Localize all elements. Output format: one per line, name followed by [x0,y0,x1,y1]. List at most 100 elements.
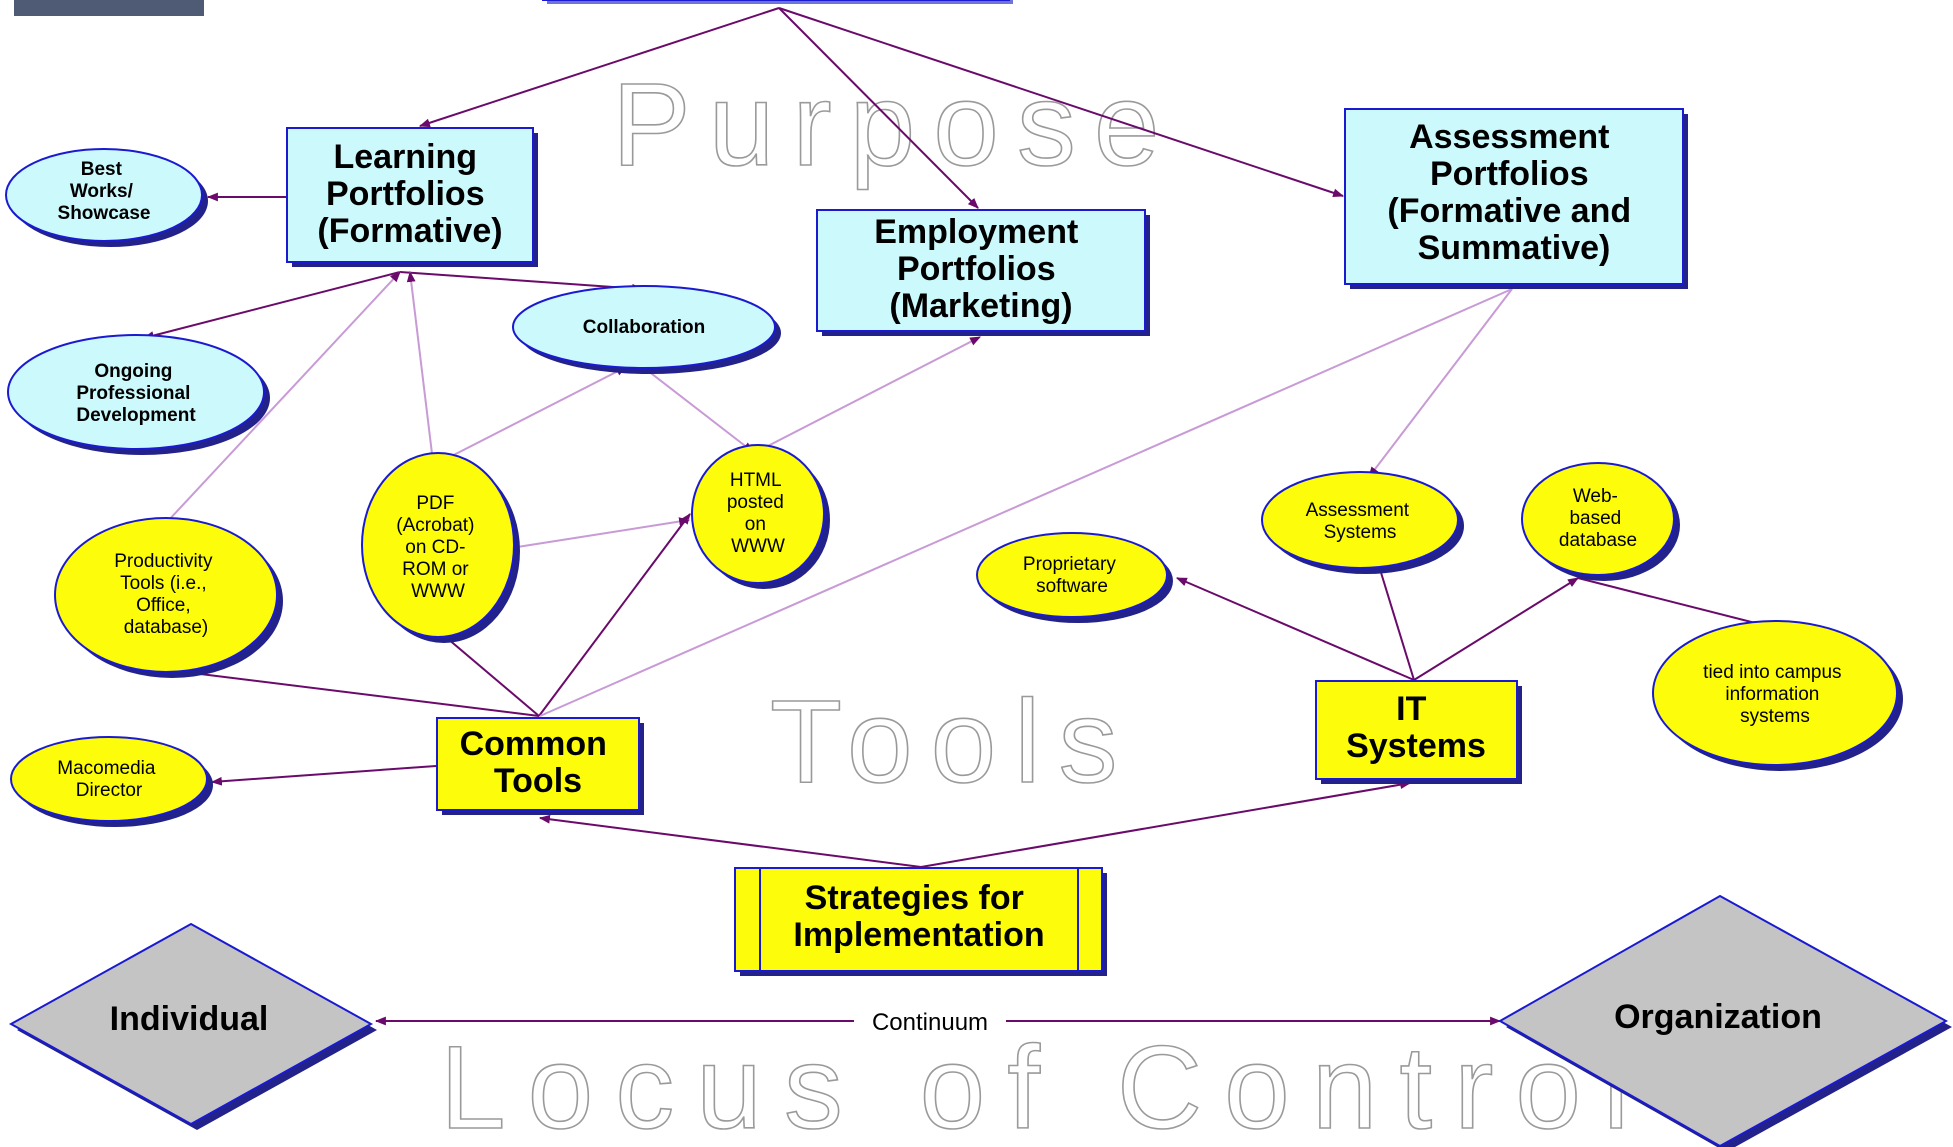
svg-text:Common Tools: Common Tools [460,725,617,800]
macromedia-oval: Macomedia Director [10,736,213,827]
ongoing-development-oval: Ongoing Professional Development [7,334,270,455]
individual-diamond: Individual [8,922,377,1130]
learning-line-2: Portfolios [326,175,485,213]
pdf-to-learning-arrow [406,270,434,463]
macromedia-line-2: Director [76,780,143,801]
html-line-4: WWW [731,536,785,557]
html-line-3: on [745,514,766,535]
it-systems-box: IT Systems [1315,680,1522,784]
root-to-employment-arrow [778,7,979,209]
productivity-line-2: Tools (i.e., [120,573,207,594]
employment-portfolios-box: Employment Portfolios (Marketing) [816,209,1150,336]
web-database-oval: Web- based database [1521,462,1680,581]
collaboration-label: Collaboration [583,317,705,338]
employment-line-2: Portfolios [897,250,1056,288]
svg-text:IT Systems: IT Systems [1346,690,1486,765]
dark-connectors [142,7,1777,868]
proprietary-software-oval: Proprietary software [976,532,1173,623]
strategies-line-2: Implementation [793,916,1044,954]
locus-of-control-watermark: Locus of Control [440,1022,1651,1147]
pdf-to-collaboration-arrow [439,366,627,463]
employment-line-1: Employment [874,213,1078,251]
svg-text:Assessment Systems: Assessment Systems [1306,500,1415,543]
pdf-line-3: on CD- [405,537,465,558]
html-line-2: posted [727,492,784,513]
productivity-line-1: Productivity [114,551,213,572]
pdf-line-1: PDF [416,493,454,514]
learning-line-1: Learning [333,138,477,176]
learning-to-ongoing-arrow [142,271,401,340]
root-to-assessment-arrow [778,7,1345,198]
assessment-systems-line-1: Assessment [1306,500,1410,521]
assessment-line-2: Portfolios [1430,155,1589,193]
individual-label: Individual [110,1000,269,1038]
collaboration-to-html-arrow [642,366,754,453]
common-tools-box: Common Tools [436,717,644,815]
pdf-oval: PDF (Acrobat) on CD- ROM or WWW [361,452,520,643]
campus-systems-oval: tied into campus information systems [1652,620,1903,771]
productivity-tools-oval: Productivity Tools (i.e., Office, databa… [54,517,283,678]
web-db-line-1: Web- [1573,486,1618,507]
macromedia-line-1: Macomedia [57,758,156,779]
light-connectors [166,270,1513,717]
continuum-arrow: Continuum [374,1009,1502,1036]
assessment-line-1: Assessment [1409,118,1609,156]
campus-line-3: systems [1740,706,1810,727]
collaboration-oval: Collaboration [512,285,781,374]
svg-text:Productivity Tools (i.e: Productivity Tools (i.e., Office, databa… [114,551,217,638]
it-to-webdb-arrow [1413,577,1579,681]
svg-text:Ongoing Professional: Ongoing Professional Development [76,361,196,426]
best-works-oval: Best Works/ Showcase [5,148,208,247]
svg-text:Best Works/ Showca: Best Works/ Showcase [58,159,151,224]
organization-diamond: Organization [1497,894,1952,1147]
learning-portfolios-box: Learning Portfolios (Formative) [286,127,538,267]
organization-label: Organization [1614,998,1822,1036]
best-works-line-3: Showcase [58,203,151,224]
assessment-line-4: Summative) [1418,229,1611,267]
purpose-watermark: Purpose [612,59,1178,191]
ongoing-line-1: Ongoing [94,361,172,382]
svg-text:tied into campus informa: tied into campus information systems [1703,662,1847,727]
svg-text:PDF (Acrobat) on C: PDF (Acrobat) on CD- ROM or WWW [396,493,479,602]
svg-text:Macomedia Director: Macomedia Director [57,758,161,801]
tools-to-assessment-line [539,288,1513,717]
best-works-line-1: Best [81,159,123,180]
employment-line-3: (Marketing) [889,287,1072,325]
campus-line-2: information [1725,684,1819,705]
proprietary-line-2: software [1036,576,1108,597]
strategies-box: Strategies for Implementation [734,867,1107,976]
svg-text:Employment Portfolios: Employment Portfolios (Marketing) [874,213,1088,325]
campus-line-1: tied into campus [1703,662,1841,683]
svg-text:Web- based databas: Web- based database [1559,486,1637,551]
web-db-line-3: database [1559,530,1637,551]
tools-to-html-arrow [538,513,691,717]
top-root-box [542,0,1013,4]
tools-to-macromedia-arrow [210,765,437,786]
tools-to-productivity-arrow [166,666,540,717]
it-systems-line-2: Systems [1346,727,1486,765]
pdf-line-4: ROM or [402,559,469,580]
svg-text:HTML posted on: HTML posted on WWW [727,470,789,557]
it-to-proprietary-arrow [1175,577,1415,681]
assessment-line-3: (Formative and [1387,192,1631,230]
ongoing-line-3: Development [76,405,196,426]
root-to-learning-arrow [418,7,780,128]
pdf-line-5: WWW [411,581,465,602]
tools-to-pdf-arrow [440,632,540,717]
ongoing-line-2: Professional [76,383,190,404]
web-db-line-2: based [1569,508,1621,529]
assessment-systems-oval: Assessment Systems [1261,471,1464,574]
html-to-employment-arrow [759,336,981,451]
it-systems-line-1: IT [1396,690,1426,728]
productivity-to-learning-arrow [166,271,401,523]
best-works-line-2: Works/ [70,181,134,202]
learning-line-3: (Formative) [317,212,502,250]
common-tools-line-2: Tools [494,762,582,800]
proprietary-line-1: Proprietary [1023,554,1116,575]
assessment-portfolios-box: Assessment Portfolios (Formative and Sum… [1344,108,1688,289]
svg-text:Proprietary software: Proprietary software [1023,554,1121,597]
strategies-to-tools-arrow [538,814,922,868]
svg-text:Learning Portfolios: Learning Portfolios (Formative) [317,138,502,250]
common-tools-line-1: Common [460,725,607,763]
